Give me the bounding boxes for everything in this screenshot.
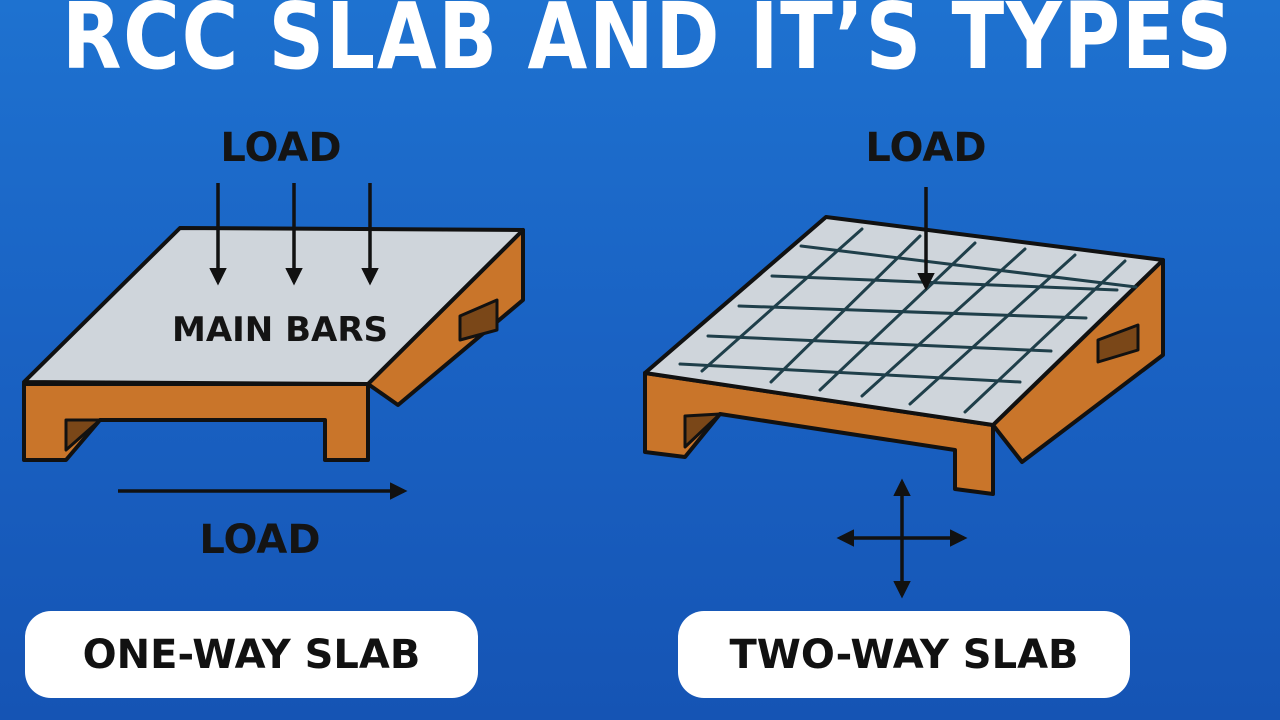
one-way-front-face [22, 382, 370, 462]
two-way-front-recess [683, 412, 722, 449]
page-title: RCC SLAB AND IT’S TYPES [62, 0, 1234, 90]
one-way-front-recess [64, 418, 102, 452]
two-way-slab-label: TWO-WAY SLAB [678, 611, 1130, 698]
two-way-top-face [643, 215, 1165, 427]
two-way-front-face [643, 371, 995, 496]
two-way-load-top-label: LOAD [865, 125, 986, 171]
one-way-load-bottom-label: LOAD [199, 517, 320, 563]
two-way-direction-cross-icon [836, 478, 968, 599]
one-way-main-bars-label: MAIN BARS [172, 310, 388, 350]
one-way-load-top-label: LOAD [220, 125, 341, 171]
two-way-right-recess [1096, 323, 1140, 364]
one-way-top-face [22, 226, 525, 386]
one-way-right-recess [458, 298, 499, 342]
one-way-slab-label: ONE-WAY SLAB [25, 611, 478, 698]
one-way-slab: LOAD MAIN BARS LOAD [22, 125, 525, 563]
two-way-slab: LOAD [643, 125, 1165, 599]
two-way-reinforcement-grid [678, 227, 1138, 414]
